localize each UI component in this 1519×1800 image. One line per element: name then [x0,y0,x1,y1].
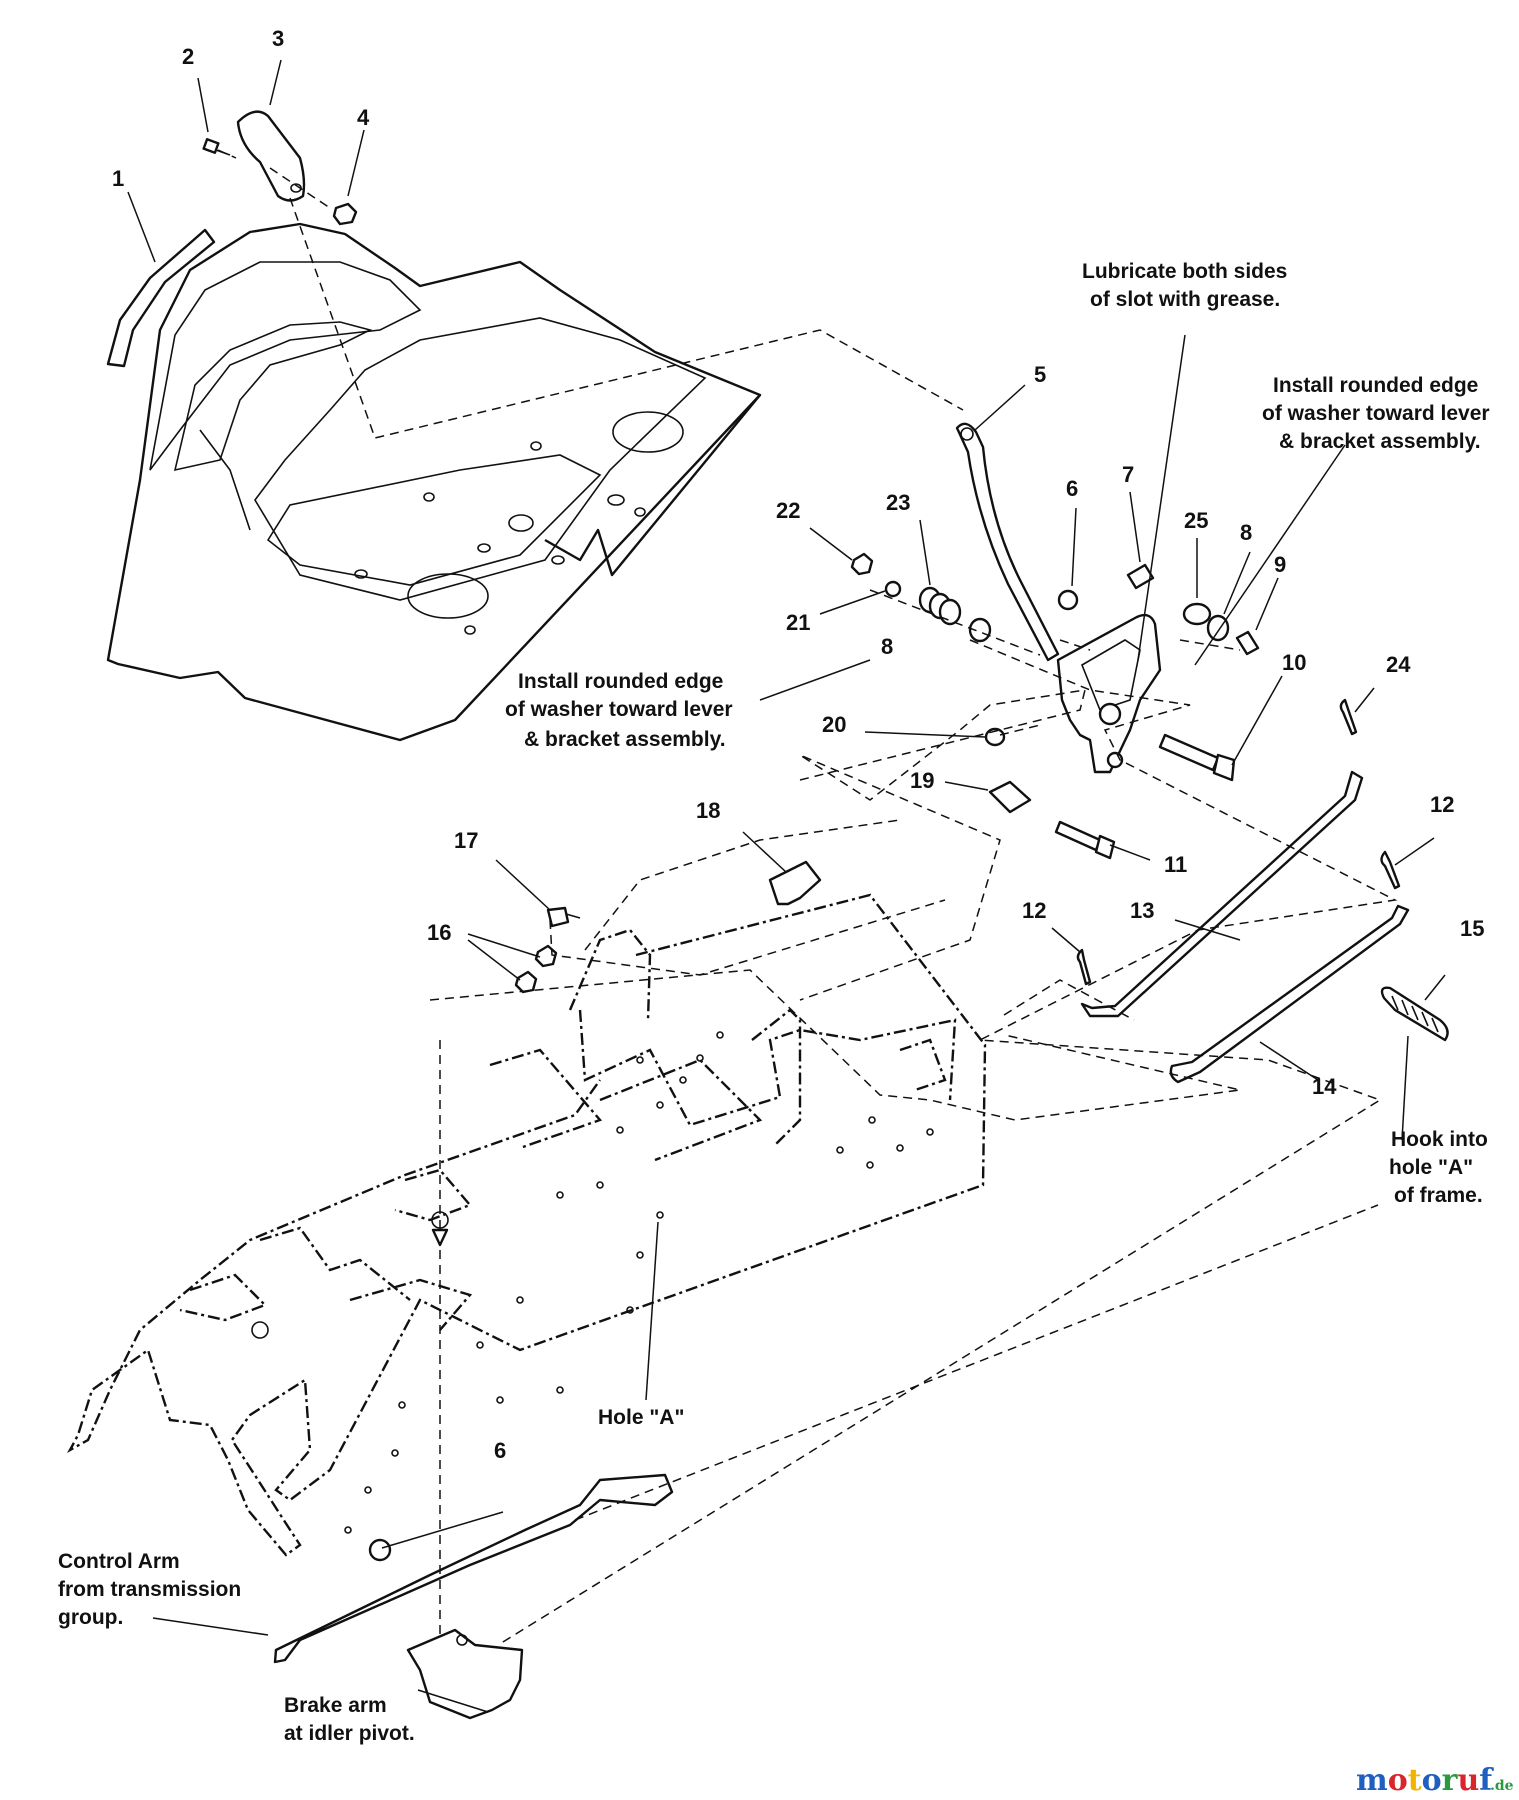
svg-text:at idler pivot.: at idler pivot. [284,1722,415,1745]
part-number: 10 [1282,650,1306,675]
bolt-11 [1054,820,1116,860]
part-number: 8 [881,634,893,659]
svg-text:Install rounded edge: Install rounded edge [1273,374,1478,397]
part-number: 6 [1066,476,1078,501]
alignment-lines [429,589,1398,1646]
part-number: 9 [1274,552,1286,577]
trim-strip-1 [106,228,216,368]
part-number: 18 [696,798,720,823]
part-number: 5 [1034,362,1046,387]
svg-text:.de: .de [1490,1778,1514,1794]
svg-text:Lubricate both sides: Lubricate both sides [1082,260,1287,283]
watermark-logo: motoruf .de [1356,1763,1514,1798]
washer-6b [368,1538,392,1562]
washer-8a [1206,614,1230,642]
spring-23 [918,586,962,626]
svg-text:& bracket assembly.: & bracket assembly. [1279,430,1481,453]
washer-21 [884,580,902,598]
part-number: 22 [776,498,800,523]
svg-text:Install rounded edge: Install rounded edge [518,670,723,693]
nut-22 [850,552,874,576]
part-number: 4 [357,105,370,130]
note-hole-a: Hole "A" [598,1406,684,1429]
part-number: 15 [1460,916,1484,941]
fender-assembly [106,222,762,742]
part-number: 8 [1240,520,1252,545]
part-numbers: 1 2 3 4 5 6 7 25 8 9 22 23 21 8 10 24 20… [112,26,1484,1463]
part-number: 19 [910,768,934,793]
tractor-frame [67,893,987,1557]
part-number: 12 [1022,898,1046,923]
part-number: 17 [454,828,478,853]
part-number: 16 [427,920,451,945]
note-washer-right: Install rounded edge of washer toward le… [1262,374,1490,453]
part-number: 20 [822,712,846,737]
svg-text:of slot with grease.: of slot with grease. [1090,288,1280,311]
svg-text:from transmission: from transmission [58,1578,241,1601]
lever-knob-3 [236,110,306,202]
frame-holes [251,1031,934,1534]
part-number: 13 [1130,898,1154,923]
shift-lever-assembly [955,422,1162,774]
spring-15 [1380,986,1449,1042]
nut-16b [514,970,538,994]
note-lubricate: Lubricate both sides of slot with grease… [1082,260,1287,311]
note-hook: Hook into hole "A" of frame. [1389,1128,1488,1207]
part-number: 24 [1386,652,1411,677]
svg-text:Hook into: Hook into [1391,1128,1488,1151]
nut-4 [332,202,358,226]
part-number: 25 [1184,508,1208,533]
cotter-pin-12a [1380,850,1401,890]
part-number: 21 [786,610,810,635]
bolt-17 [546,906,581,928]
note-brake-arm: Brake arm at idler pivot. [284,1694,415,1745]
part-number: 12 [1430,792,1454,817]
svg-text:of frame.: of frame. [1394,1184,1483,1207]
part-number: 14 [1312,1074,1337,1099]
nut-16a [534,944,558,968]
svg-text:Brake arm: Brake arm [284,1694,387,1717]
washer-8b [968,617,992,643]
part-number: 6 [494,1438,506,1463]
part-number: 2 [182,44,194,69]
washer-6a [1057,589,1079,611]
bushing-9 [1235,630,1260,656]
svg-text:& bracket assembly.: & bracket assembly. [524,728,726,751]
bushing-7 [1126,563,1155,590]
control-arm [273,1473,674,1664]
part-number: 11 [1164,852,1187,877]
svg-text:hole "A": hole "A" [1389,1156,1473,1179]
note-washer-left: Install rounded edge of washer toward le… [505,670,733,751]
part-number: 3 [272,26,284,51]
bracket-18 [768,860,822,906]
svg-text:of washer toward lever: of washer toward lever [1262,402,1490,425]
svg-text:of washer toward lever: of washer toward lever [505,698,733,721]
rod-14 [1169,904,1410,1084]
washer-25 [1182,602,1212,626]
spacer-19 [988,780,1032,814]
leader-lines [127,59,1446,1713]
rod-13 [1080,770,1364,1018]
svg-text:motoruf: motoruf [1356,1763,1494,1798]
bolt-2 [202,138,231,156]
svg-text:Control Arm: Control Arm [58,1550,180,1573]
svg-text:group.: group. [58,1606,123,1629]
cotter-pin-12b [1076,948,1092,986]
part-number: 1 [112,166,124,191]
bolt-10 [1158,733,1236,782]
part-number: 23 [886,490,910,515]
cotter-pin-24 [1339,698,1358,736]
note-control-arm: Control Arm from transmission group. [58,1550,241,1629]
part-number: 7 [1122,462,1134,487]
